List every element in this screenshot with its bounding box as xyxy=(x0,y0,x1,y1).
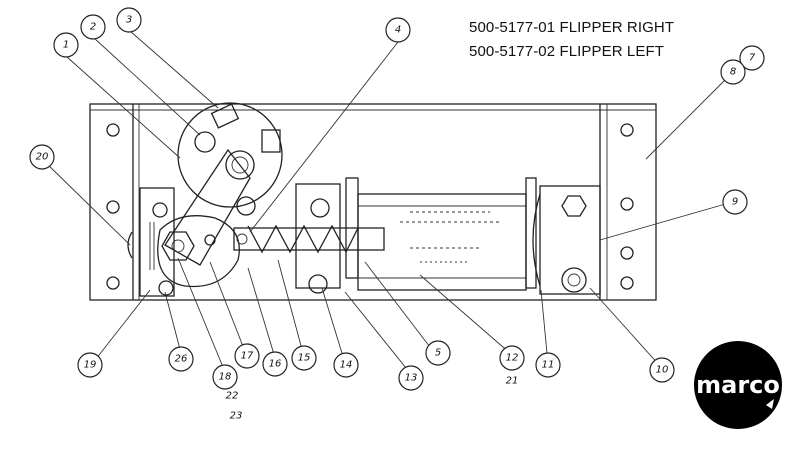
callout-8: 8 xyxy=(720,59,746,85)
svg-text:4: 4 xyxy=(395,25,401,36)
svg-text:17: 17 xyxy=(241,351,254,362)
leader-lines xyxy=(42,30,730,374)
marco-logo: marco xyxy=(694,341,782,429)
part-number-left: 500-5177-02 FLIPPER LEFT xyxy=(469,43,664,60)
callout-11: 11 xyxy=(535,352,561,378)
base-plate xyxy=(89,103,657,301)
callout-3: 3 xyxy=(116,7,142,33)
svg-text:5: 5 xyxy=(435,348,441,359)
flipper-crank xyxy=(157,102,283,288)
callout-15: 15 xyxy=(291,345,317,371)
svg-text:16: 16 xyxy=(269,359,282,370)
coil-body xyxy=(357,177,537,291)
svg-text:19: 19 xyxy=(84,360,97,371)
callout-14: 14 xyxy=(333,352,359,378)
svg-text:7: 7 xyxy=(749,53,756,64)
svg-text:15: 15 xyxy=(298,353,311,364)
callout-26: 26 xyxy=(168,346,194,372)
callout-18: 18 xyxy=(212,364,238,390)
callout-4: 4 xyxy=(385,17,411,43)
label-21: 21 xyxy=(506,376,519,387)
svg-text:1: 1 xyxy=(63,40,69,51)
callout-16: 16 xyxy=(262,351,288,377)
svg-text:12: 12 xyxy=(506,353,519,364)
svg-text:18: 18 xyxy=(219,372,232,383)
callout-13: 13 xyxy=(398,365,424,391)
callout-5: 5 xyxy=(425,340,451,366)
plunger-spring xyxy=(233,177,385,294)
callout-7: 7 xyxy=(739,45,765,71)
callout-10: 10 xyxy=(649,357,675,383)
part-number-right: 500-5177-01 FLIPPER RIGHT xyxy=(469,19,675,36)
svg-text:10: 10 xyxy=(656,365,669,376)
svg-text:marco: marco xyxy=(696,371,780,399)
svg-text:8: 8 xyxy=(730,67,736,78)
coil-bracket xyxy=(532,185,601,295)
callout-1: 1 xyxy=(53,32,79,58)
callout-19: 19 xyxy=(77,352,103,378)
callout-2: 2 xyxy=(80,14,106,40)
callout-20: 20 xyxy=(29,144,55,170)
svg-text:20: 20 xyxy=(36,152,49,163)
svg-text:2: 2 xyxy=(90,22,96,33)
label-22: 22 xyxy=(226,391,239,402)
label-23: 23 xyxy=(230,411,243,422)
svg-text:14: 14 xyxy=(340,360,353,371)
svg-text:3: 3 xyxy=(126,15,132,26)
callout-17: 17 xyxy=(234,343,260,369)
callout-9: 9 xyxy=(722,189,748,215)
svg-text:13: 13 xyxy=(405,373,418,384)
mounting-holes xyxy=(106,123,634,290)
callout-12: 12 xyxy=(499,345,525,371)
svg-text:9: 9 xyxy=(732,197,738,208)
svg-text:11: 11 xyxy=(542,360,555,371)
svg-text:26: 26 xyxy=(175,354,188,365)
